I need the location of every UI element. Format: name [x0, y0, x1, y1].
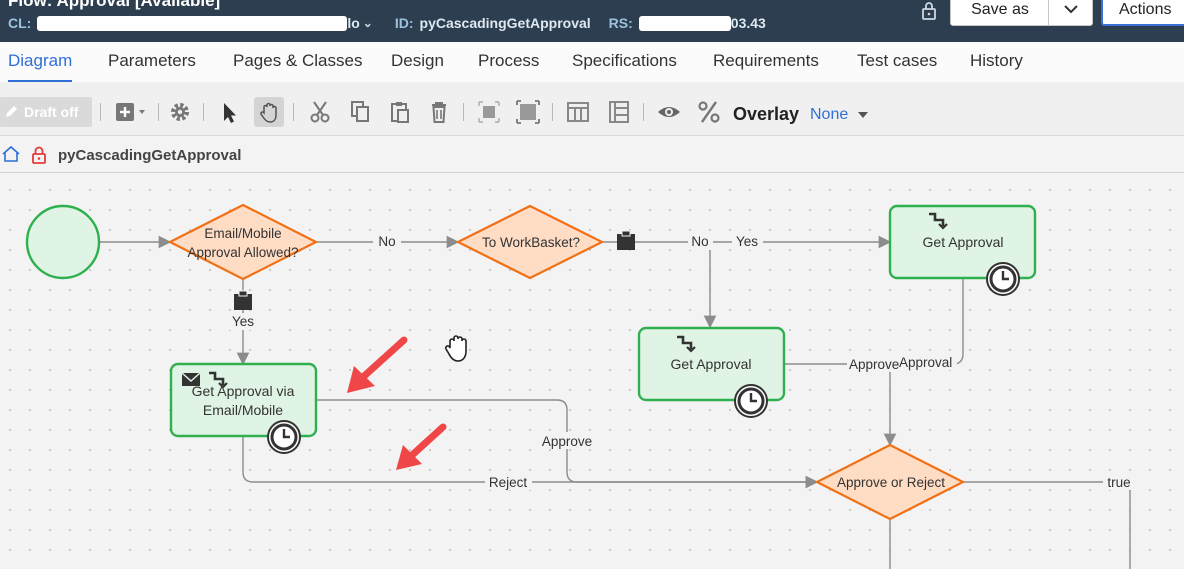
tab-process[interactable]: Process — [478, 51, 540, 70]
envelope-icon — [181, 372, 201, 386]
tab-diagram[interactable]: Diagram — [8, 42, 73, 82]
draft-label: Draft off — [24, 104, 79, 120]
decision1-label-line2: Approval Allowed? — [187, 245, 298, 260]
edge-labels: No Yes No Yes Approve Approval Approve R… — [232, 234, 1131, 490]
hand-icon[interactable] — [254, 97, 284, 127]
toolbar-divider — [203, 103, 204, 121]
clock-icon — [985, 261, 1021, 297]
overlay-label: Overlay — [733, 104, 800, 124]
toolbar-divider — [643, 103, 644, 121]
edge-label-yes1: Yes — [232, 314, 254, 329]
tab-bar: Diagram Parameters Pages & Classes Desig… — [0, 42, 1184, 82]
toolbar-divider — [463, 103, 464, 121]
edge-reject[interactable] — [242, 437, 819, 489]
edge-label-backgrounds — [229, 233, 1135, 490]
tab-parameters[interactable]: Parameters — [108, 51, 196, 70]
flow-title: Flow: Approval [Available] — [8, 0, 221, 10]
class-value-end: lo — [347, 15, 360, 31]
lock-icon — [32, 146, 46, 164]
decision-to-workbasket[interactable]: To WorkBasket? — [455, 204, 605, 280]
clock-icon — [266, 419, 302, 455]
toolbar-divider — [158, 103, 159, 121]
eye-icon[interactable] — [654, 97, 684, 127]
select-area-icon[interactable] — [513, 97, 543, 127]
assignment-get-approval-mid[interactable]: Get Approval — [637, 326, 786, 419]
overlay-value: None — [810, 106, 849, 123]
decision3-label: Approve or Reject — [837, 475, 945, 490]
rs-key: RS: — [608, 15, 633, 31]
assignment-get-approval-top[interactable]: Get Approval — [888, 204, 1037, 297]
caret-down-icon — [857, 112, 868, 118]
tab-specifications[interactable]: Specifications — [572, 51, 677, 70]
delete-icon[interactable] — [424, 97, 454, 127]
actions-button[interactable]: Actions — [1101, 0, 1184, 26]
class-key: CL: — [8, 15, 32, 31]
id-value: pyCascadingGetApproval — [419, 15, 591, 31]
home-icon[interactable] — [1, 145, 21, 163]
swimlane-icon[interactable] — [563, 97, 593, 127]
annotation-arrow — [347, 336, 408, 393]
edge-label-approval-top: Approval — [899, 355, 952, 370]
clock-icon — [733, 383, 769, 419]
diagram-toolbar: Draft off — [0, 82, 1184, 136]
annotation-arrow — [396, 423, 447, 470]
edge-label-no1: No — [378, 234, 395, 249]
tab-requirements[interactable]: Requirements — [713, 51, 819, 70]
id-key: ID: — [394, 15, 414, 31]
hand-cursor-icon — [444, 335, 467, 362]
approval-mid-label: Get Approval — [671, 356, 752, 372]
decision2-label: To WorkBasket? — [482, 235, 580, 250]
approval-email-label-line2: Email/Mobile — [203, 402, 283, 418]
chevron-down-icon[interactable]: ⌄ — [362, 16, 373, 30]
decision-approve-or-reject[interactable]: Approve or Reject — [814, 443, 966, 521]
redacted-rs-scribble — [638, 15, 731, 31]
tab-test-cases[interactable]: Test cases — [857, 51, 938, 70]
group-icon[interactable] — [474, 97, 504, 127]
redacted-class-scribble — [37, 15, 348, 31]
flow-diagram[interactable]: Email/Mobile Approval Allowed? To WorkBa… — [0, 174, 1184, 569]
chevron-down-icon — [1063, 5, 1078, 14]
edge-label-yes2: Yes — [736, 234, 758, 249]
edge-label-true: true — [1107, 475, 1130, 490]
edge-label-approve-mid: Approve — [849, 357, 899, 372]
toolbar-divider — [100, 103, 101, 121]
gear-icon[interactable] — [165, 97, 195, 127]
approval-email-label-line1: Get Approval via — [192, 383, 295, 399]
edge-label-approve-email: Approve — [542, 434, 592, 449]
draft-toggle-button[interactable]: Draft off — [0, 97, 92, 127]
header-meta: CL: lo ⌄ ID: pyCascadingGetApproval RS: … — [8, 15, 766, 31]
breadcrumb-current: pyCascadingGetApproval — [58, 147, 242, 164]
lock-icon — [922, 2, 936, 20]
toolbar-divider — [293, 103, 294, 121]
pencil-icon — [6, 106, 17, 117]
save-as-dropdown-button[interactable] — [1048, 0, 1093, 26]
edge-label-reject: Reject — [489, 475, 528, 490]
paste-icon[interactable] — [385, 97, 415, 127]
tab-history[interactable]: History — [970, 51, 1023, 70]
cut-icon[interactable] — [305, 97, 335, 127]
assignment-get-approval-email[interactable]: Get Approval via Email/Mobile — [169, 362, 318, 455]
layout-icon[interactable] — [604, 97, 634, 127]
breadcrumb: pyCascadingGetApproval — [0, 137, 1184, 173]
rs-value-end: 03.43 — [730, 15, 766, 31]
overlay-select[interactable]: None — [810, 106, 869, 124]
decision1-label-line1: Email/Mobile — [204, 226, 281, 241]
add-shape-icon[interactable] — [112, 97, 152, 127]
copy-icon[interactable] — [345, 97, 375, 127]
save-as-button[interactable]: Save as — [950, 0, 1050, 26]
header-bar: Flow: Approval [Available] CL: lo ⌄ ID: … — [0, 0, 1184, 42]
pointer-icon[interactable] — [214, 97, 244, 127]
tab-pages-classes[interactable]: Pages & Classes — [233, 51, 363, 70]
flow-canvas[interactable]: Email/Mobile Approval Allowed? To WorkBa… — [0, 174, 1184, 569]
toolbar-divider — [552, 103, 553, 121]
percent-icon[interactable] — [694, 97, 724, 127]
decision-email-mobile-allowed[interactable]: Email/Mobile Approval Allowed? — [167, 203, 319, 281]
edge-label-no2: No — [691, 234, 708, 249]
tab-design[interactable]: Design — [391, 51, 444, 70]
approval-top-label: Get Approval — [923, 234, 1004, 250]
start-node[interactable] — [25, 204, 101, 280]
